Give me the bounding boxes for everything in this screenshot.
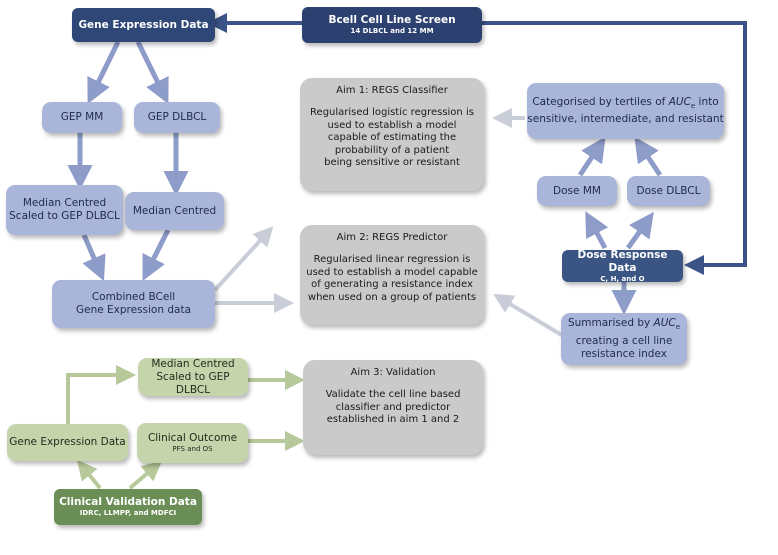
aim2-line-1: Regularised linear regression is [313, 254, 471, 265]
arrow-dose-to-dose-mm [585, 211, 609, 250]
arrow-scaled-to-combined [81, 234, 106, 282]
arrow-screen-to-dose-response [482, 21, 747, 275]
aim3-box: Aim 3: Validation Validate the cell line… [303, 360, 483, 455]
auc-symbol: AUC [668, 95, 691, 108]
dose-dlbcl-box: Dose DLBCL [627, 176, 710, 206]
aim1-line-3: capable of estimating the [327, 132, 457, 143]
categorised-line1-a: Categorised by tertiles of [532, 95, 669, 108]
dose-response-title: Dose Response Data [577, 248, 668, 274]
bcell-screen-box: Bcell Cell Line Screen 14 DLBCL and 12 M… [302, 7, 482, 43]
bcell-screen-title: Bcell Cell Line Screen [328, 14, 456, 26]
categorised-line1-b: into [695, 95, 719, 108]
combined-bcell-line2: Gene Expression data [75, 304, 192, 316]
bcell-screen-sub: 14 DLBCL and 12 MM [350, 27, 434, 35]
arrow-dose-mm-to-categorised [577, 136, 606, 177]
gene-expression-data-green-label: Gene Expression Data [9, 436, 126, 448]
median-centred-scaled-line2: Scaled to GEP DLBCL [9, 210, 120, 222]
arrow-gene-to-gep-mm [87, 40, 121, 104]
aim2-line-2: used to establish a model capable [306, 266, 478, 278]
dose-mm-label: Dose MM [553, 184, 601, 197]
median-centred-scaled-green-line1: Median Centred [151, 357, 235, 370]
clinical-outcome-title: Clinical Outcome [147, 432, 238, 444]
median-centred-scaled-green-box: Median Centred Scaled to GEP DLBCL [138, 358, 248, 396]
arrow-summarised-to-aim2 [493, 293, 572, 342]
aim1-box: Aim 1: REGS Classifier Regularised logis… [300, 78, 484, 191]
categorised-box: Categorised by tertiles of AUCe into sen… [527, 83, 724, 139]
combined-bcell-box: Combined BCell Gene Expression data [52, 280, 215, 328]
clinical-validation-box: Clinical Validation Data IDRC, LLMPP, an… [54, 489, 202, 525]
summarised-line1: Summarised by AUCe [568, 317, 680, 334]
clinical-outcome-box: Clinical Outcome PFS and OS [137, 423, 248, 463]
aim2-box: Aim 2: REGS Predictor Regularised linear… [300, 225, 484, 325]
gene-expression-data-green-box: Gene Expression Data [7, 424, 128, 461]
arrow-dose-dlbcl-to-categorised [634, 136, 663, 177]
aim2-line-4: when used on a group of patients [307, 291, 477, 303]
aim3-line-1: Validate the cell line based [325, 389, 461, 400]
gene-expression-data-box: Gene Expression Data [72, 8, 215, 42]
summarised-line1-a: Summarised by [567, 317, 654, 330]
median-centred-scaled-green-line2: Scaled to GEP DLBCL [156, 370, 230, 396]
median-centred-scaled-line1: Median Centred [22, 197, 107, 209]
arrow-validation-to-clinical [128, 460, 163, 490]
aim1-line-4: probability of a patient [334, 144, 450, 156]
aim2-line-3: of generating a resistance index [311, 279, 473, 290]
median-centred-box: Median Centred [125, 192, 224, 230]
arrow-gene-green-to-scaled [66, 365, 136, 424]
auc-subscript: e [690, 102, 696, 111]
gep-mm-box: GEP MM [42, 102, 122, 133]
gep-mm-label: GEP MM [60, 111, 104, 123]
aim2-title: Aim 2: REGS Predictor [336, 232, 448, 243]
aim1-line-1: Regularised logistic regression is [310, 107, 474, 118]
clinical-validation-title: Clinical Validation Data [59, 496, 197, 508]
dose-dlbcl-label: Dose DLBCL [636, 184, 701, 197]
auc-subscript-2: e [675, 323, 681, 332]
gep-dlbcl-box: GEP DLBCL [134, 102, 220, 133]
gep-dlbcl-label: GEP DLBCL [147, 111, 207, 123]
aim3-line-2: classifier and predictor [335, 401, 451, 413]
arrow-dose-to-dose-dlbcl [625, 211, 654, 250]
categorised-line2: sensitive, intermediate, and resistant [527, 113, 724, 126]
aim1-title: Aim 1: REGS Classifier [336, 85, 448, 96]
median-centred-label: Median Centred [132, 204, 217, 217]
summarised-line2: creating a cell line [575, 334, 673, 347]
dose-response-sub: C, H, and O [600, 274, 645, 283]
summarised-line3: resistance index [581, 347, 667, 360]
median-centred-scaled-box: Median Centred Scaled to GEP DLBCL [6, 185, 123, 235]
arrow-validation-to-gene-green [76, 459, 102, 490]
gene-expression-data-label: Gene Expression Data [78, 18, 209, 31]
summarised-box: Summarised by AUCe creating a cell line … [561, 313, 687, 365]
dose-response-box: Dose Response Data C, H, and O [562, 248, 683, 283]
aim1-line-5: being sensitive or resistant [324, 157, 460, 168]
aim3-title: Aim 3: Validation [350, 367, 436, 378]
auc-symbol-2: AUC [653, 317, 676, 330]
clinical-validation-sub: IDRC, LLMPP, and MDFCI [79, 509, 177, 517]
aim1-line-2: used to establish a model [327, 119, 457, 131]
arrow-gene-to-gep-dlbcl [135, 40, 169, 104]
combined-bcell-line1: Combined BCell [91, 291, 176, 303]
arrow-combined-to-aim1 [213, 226, 274, 292]
clinical-outcome-sub: PFS and OS [172, 445, 213, 453]
categorised-line1: Categorised by tertiles of AUCe into [532, 96, 718, 113]
aim3-line-3: established in aim 1 and 2 [326, 414, 460, 425]
dose-mm-box: Dose MM [537, 176, 617, 206]
arrow-median-to-combined [142, 228, 171, 281]
